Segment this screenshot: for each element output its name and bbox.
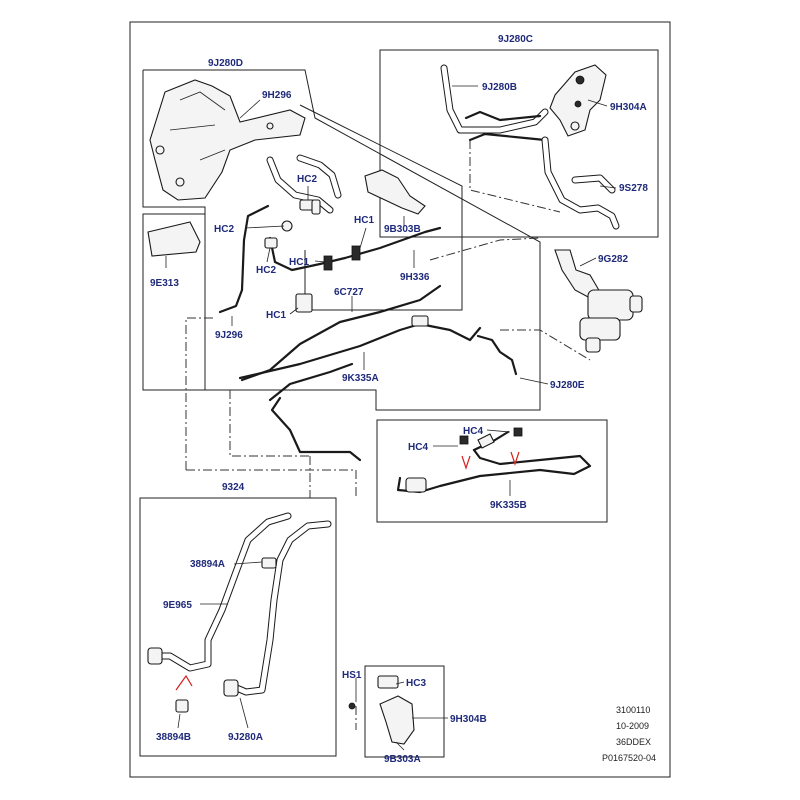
label-hc2-mid: HC2 — [256, 265, 276, 276]
label-hc1-low: HC1 — [266, 310, 286, 321]
label-hc4-b: HC4 — [463, 426, 483, 437]
meta-line-4: P0167520-04 — [602, 753, 656, 763]
red-indicator-hc4-a — [461, 455, 471, 470]
pipe-9K335A — [238, 315, 518, 462]
pipe-9K335B — [396, 427, 592, 494]
label-9J280C: 9J280C — [498, 34, 533, 45]
label-9J280A: 9J280A — [228, 732, 263, 743]
label-hc1-mid: HC1 — [289, 257, 309, 268]
label-9B303A: 9B303A — [384, 754, 421, 765]
meta-line-1: 3100110 — [616, 705, 650, 715]
label-38894A: 38894A — [190, 559, 225, 570]
label-9J280D: 9J280D — [208, 58, 243, 69]
label-hc4-a: HC4 — [408, 442, 428, 453]
hose-9S278 — [541, 136, 620, 230]
box-9324 — [139, 497, 337, 757]
hose-assembly-9324 — [147, 512, 332, 713]
pipe-9J280B — [440, 64, 549, 142]
label-9H304A: 9H304A — [610, 102, 647, 113]
red-indicator-hc4-b — [510, 451, 520, 466]
label-hc1-top: HC1 — [354, 215, 374, 226]
meta-line-3: 36DDEX — [616, 737, 651, 747]
label-9E313: 9E313 — [150, 278, 179, 289]
label-9K335A: 9K335A — [342, 373, 379, 384]
label-9H304B: 9H304B — [450, 714, 487, 725]
label-9E965: 9E965 — [163, 600, 192, 611]
box-9J280D — [142, 69, 541, 411]
label-9H296: 9H296 — [262, 90, 292, 101]
clamp-9B303B — [364, 169, 426, 215]
label-9S278: 9S278 — [619, 183, 648, 194]
label-38894B: 38894B — [156, 732, 191, 743]
red-indicator-38894B — [175, 674, 193, 691]
label-9G282: 9G282 — [598, 254, 628, 265]
label-hc2-top: HC2 — [297, 174, 317, 185]
label-9324: 9324 — [222, 482, 245, 493]
dash-line-1 — [185, 317, 214, 470]
bracket-9H304A — [549, 64, 607, 137]
box-9J280C — [379, 49, 659, 238]
box-9E313 — [142, 213, 206, 391]
label-9H336: 9H336 — [400, 272, 430, 283]
label-6C727: 6C727 — [334, 287, 364, 298]
fuel-filter-9G282 — [554, 249, 643, 353]
label-9J296: 9J296 — [215, 330, 243, 341]
label-9B303B: 9B303B — [384, 224, 421, 235]
heat-shield-9H296 — [149, 79, 306, 201]
label-9J280B: 9J280B — [482, 82, 517, 93]
dash-line-2 — [186, 469, 357, 498]
meta-line-2: 10-2009 — [616, 721, 649, 731]
gasket-9E313 — [147, 221, 201, 257]
box-9H304B — [364, 665, 445, 758]
pipe-9J296 — [218, 204, 270, 314]
bracket-9H304B — [348, 675, 415, 745]
hose-HC2-upper — [266, 154, 342, 214]
dash-line-5 — [500, 329, 591, 361]
label-hc3: HC3 — [406, 678, 426, 689]
dash-line-6 — [429, 237, 541, 261]
pipe-6C727 — [240, 284, 442, 382]
label-9J280E: 9J280E — [550, 380, 585, 391]
label-9K335B: 9K335B — [490, 500, 527, 511]
box-9K335B — [376, 419, 608, 523]
leader-lines — [165, 85, 617, 751]
clips-HC — [264, 199, 361, 313]
diagram-frame — [129, 21, 671, 778]
label-hs1: HS1 — [342, 670, 362, 681]
box-9J280D-inner — [299, 104, 463, 311]
label-hc2-left: HC2 — [214, 224, 234, 235]
dash-line-3 — [229, 390, 310, 457]
